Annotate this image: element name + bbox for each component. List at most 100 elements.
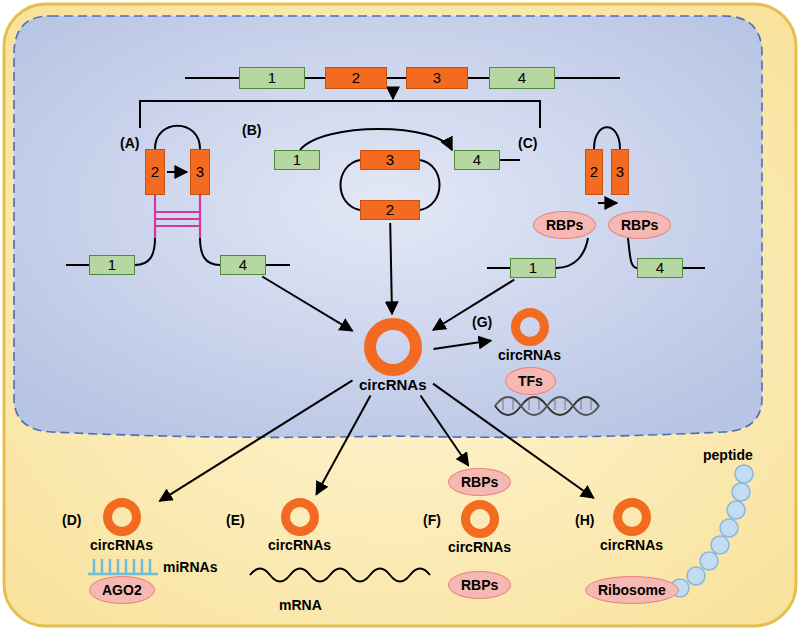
ring-shape <box>363 317 423 377</box>
exon-box: 4 <box>637 258 683 278</box>
ring-shape <box>612 497 652 537</box>
node-text: AGO2 <box>102 582 142 598</box>
exon-box: 4 <box>454 150 500 170</box>
node-text: 2 <box>386 202 394 218</box>
exon-box: 2 <box>325 67 387 89</box>
exon-box: 4 <box>220 255 266 275</box>
splice-arrow <box>598 202 617 204</box>
intron-line <box>683 267 705 269</box>
node-text: RBPs <box>461 577 498 593</box>
intron-line <box>200 238 220 265</box>
node-text: 2 <box>352 70 360 86</box>
node-text: circRNAs <box>600 537 663 553</box>
circrna-ring: circRNAs <box>494 307 565 363</box>
panel-letter: (A) <box>120 135 139 151</box>
flow-arrow <box>421 396 469 466</box>
panel-letter: (E) <box>226 512 245 528</box>
exon-box: 2 <box>145 149 165 195</box>
flow-arrow <box>392 89 394 99</box>
flow-arrow <box>433 280 514 330</box>
cell-membrane <box>4 4 796 626</box>
exon-box: 1 <box>239 67 305 89</box>
node-text: RBPs <box>621 217 658 233</box>
intron-loop <box>594 127 620 149</box>
bracket <box>140 101 540 128</box>
protein-ellipse: Ribosome <box>585 576 679 604</box>
part-label: miRNAs <box>163 559 217 575</box>
exon-box: 1 <box>274 150 320 170</box>
node-text: RBPs <box>461 474 498 490</box>
backsplice-arrow <box>300 129 452 150</box>
node-text: circRNAs <box>448 539 511 555</box>
ring-shape <box>510 307 550 347</box>
node-text: circRNAs <box>268 537 331 553</box>
node-text: 3 <box>386 152 394 168</box>
lariat-loop <box>420 160 440 210</box>
node-text: 1 <box>108 257 116 273</box>
exon-box: 4 <box>489 67 555 89</box>
exon-box: 2 <box>585 149 603 195</box>
panel-letter: (G) <box>472 314 492 330</box>
lariat-loop <box>341 160 361 210</box>
exon-box: 3 <box>360 150 420 170</box>
mirna-comb <box>88 559 158 574</box>
flow-arrow <box>434 341 492 349</box>
intron-line <box>66 264 89 266</box>
exon-box: 3 <box>406 67 468 89</box>
intron-line <box>628 238 637 268</box>
circrna-ring: circRNAs <box>86 497 157 553</box>
exon-box: 2 <box>360 200 420 220</box>
protein-ellipse: AGO2 <box>89 576 155 604</box>
intron-loop <box>155 126 200 149</box>
ring-shape <box>460 499 500 539</box>
complementary-pairing <box>155 195 200 238</box>
node-text: 3 <box>616 164 624 180</box>
intron-line <box>135 238 155 265</box>
flow-arrow <box>390 223 392 314</box>
node-text: 1 <box>529 260 537 276</box>
ring-shape <box>102 497 142 537</box>
node-text: 2 <box>151 164 159 180</box>
circrna-ring: circRNAs <box>355 317 431 393</box>
exon-box: 1 <box>510 258 556 278</box>
node-text: 1 <box>293 152 301 168</box>
protein-ellipse: RBPs <box>533 211 596 239</box>
node-text: 4 <box>239 257 247 273</box>
panel-letter: (C) <box>518 135 537 151</box>
circrna-ring: circRNAs <box>444 499 515 555</box>
mrna-strand <box>250 569 430 582</box>
panel-letter: (B) <box>242 122 261 138</box>
intron-line <box>487 267 510 269</box>
flow-arrow <box>433 384 594 498</box>
node-text: 3 <box>433 70 441 86</box>
protein-ellipse: TFs <box>505 367 556 395</box>
protein-ellipse: RBPs <box>608 211 671 239</box>
node-text: 2 <box>590 164 598 180</box>
panel-letter: (F) <box>423 512 441 528</box>
part-label: mRNA <box>279 597 322 613</box>
flow-arrow <box>262 277 352 331</box>
panel-letter: (H) <box>575 512 594 528</box>
circrna-ring: circRNAs <box>596 497 667 553</box>
protein-ellipse: RBPs <box>448 468 511 496</box>
intron-line <box>266 264 290 266</box>
node-text: 4 <box>518 70 526 86</box>
node-text: circRNAs <box>359 377 427 393</box>
node-text: TFs <box>518 373 543 389</box>
node-text: Ribosome <box>598 582 666 598</box>
nucleus <box>14 16 762 437</box>
node-text: RBPs <box>546 217 583 233</box>
exon-box: 3 <box>611 149 629 195</box>
panel-letter: (D) <box>62 512 81 528</box>
exon-box: 3 <box>190 149 210 195</box>
ring-shape <box>280 497 320 537</box>
splice-arrow <box>167 171 187 173</box>
node-text: circRNAs <box>498 347 561 363</box>
part-label: peptide <box>703 447 753 463</box>
exon-box: 1 <box>89 255 135 275</box>
node-text: 1 <box>268 70 276 86</box>
node-text: 3 <box>196 164 204 180</box>
